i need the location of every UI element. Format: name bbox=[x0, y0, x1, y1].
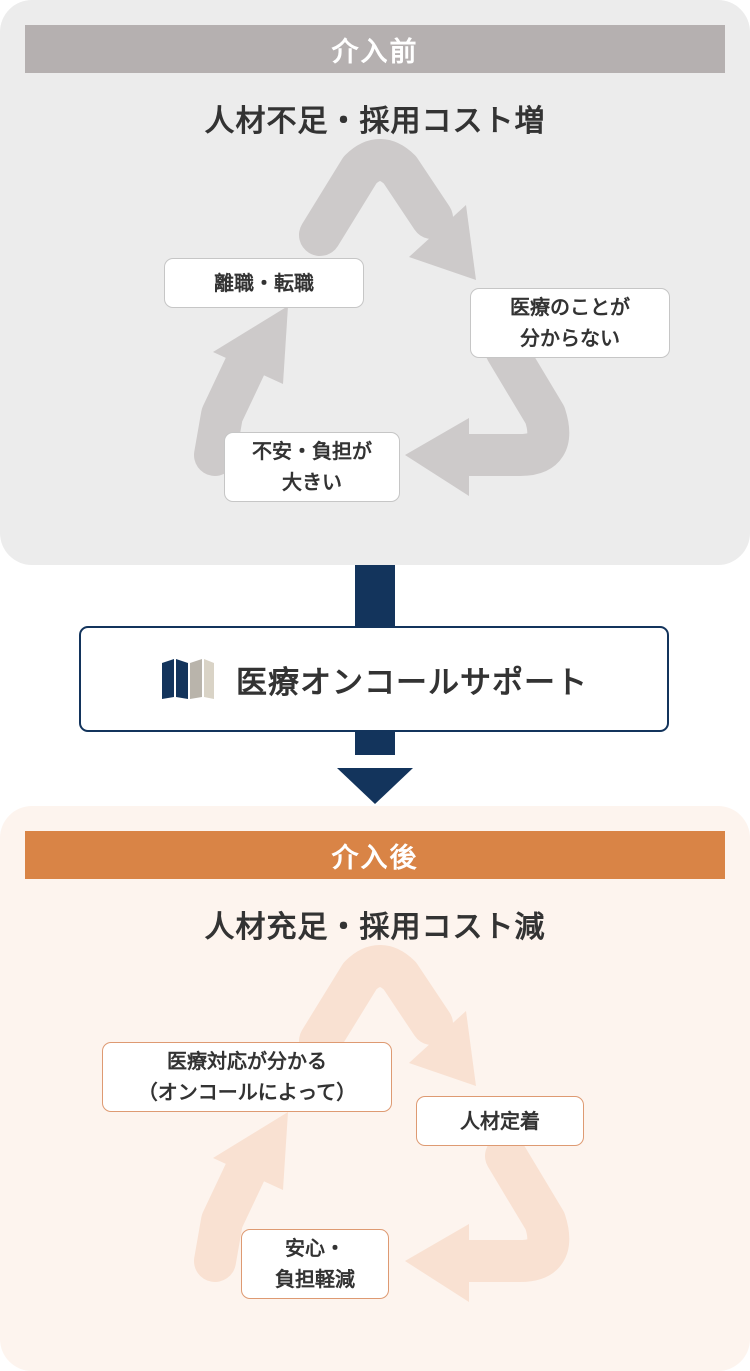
before-panel: 介入前 人材不足・採用コスト増 離職・転職 医療のことが 分からない 不安・負担… bbox=[0, 0, 750, 565]
down-arrow-icon bbox=[337, 768, 413, 804]
before-arrow-top-right bbox=[299, 139, 453, 256]
after-arrow-bottom-left bbox=[194, 1145, 269, 1282]
before-label-bottom: 不安・負担が 大きい bbox=[224, 432, 400, 502]
book-logo-icon bbox=[162, 659, 214, 699]
after-label-right: 人材定着 bbox=[416, 1096, 584, 1146]
after-arrowhead-bottom-left bbox=[213, 1112, 288, 1190]
before-header-label: 介入前 bbox=[331, 36, 419, 68]
after-header-label: 介入後 bbox=[331, 842, 419, 874]
before-arrowhead-top-right bbox=[409, 205, 476, 280]
before-arrow-right-bottom bbox=[434, 329, 570, 476]
before-header: 介入前 bbox=[25, 25, 725, 73]
before-label-top-left: 離職・転職 bbox=[164, 258, 364, 308]
after-arrow-right-bottom bbox=[434, 1135, 570, 1282]
intervention-title: 医療オンコールサポート bbox=[236, 664, 588, 701]
after-cycle-arrows bbox=[194, 945, 570, 1302]
after-arrow-top-right bbox=[299, 945, 453, 1062]
after-label-bottom: 安心・ 負担軽減 bbox=[241, 1229, 389, 1299]
before-arrowhead-right-bottom bbox=[405, 418, 469, 496]
after-panel: 介入後 人材充足・採用コスト減 医療対応が分かる （オンコールによって） 人材定… bbox=[0, 806, 750, 1371]
before-heading: 人材不足・採用コスト増 bbox=[204, 104, 546, 139]
before-arrowhead-bottom-left bbox=[213, 306, 288, 384]
after-arrowhead-top-right bbox=[409, 1011, 476, 1086]
before-arrow-bottom-left bbox=[194, 339, 269, 476]
intervention-box: 医療オンコールサポート bbox=[79, 626, 669, 732]
after-arrowhead-right-bottom bbox=[405, 1224, 469, 1302]
after-heading: 人材充足・採用コスト減 bbox=[204, 910, 546, 945]
before-cycle-arrows bbox=[194, 139, 570, 496]
after-header: 介入後 bbox=[25, 831, 725, 879]
before-label-right: 医療のことが 分からない bbox=[470, 288, 670, 358]
after-label-top-left: 医療対応が分かる （オンコールによって） bbox=[102, 1042, 392, 1112]
